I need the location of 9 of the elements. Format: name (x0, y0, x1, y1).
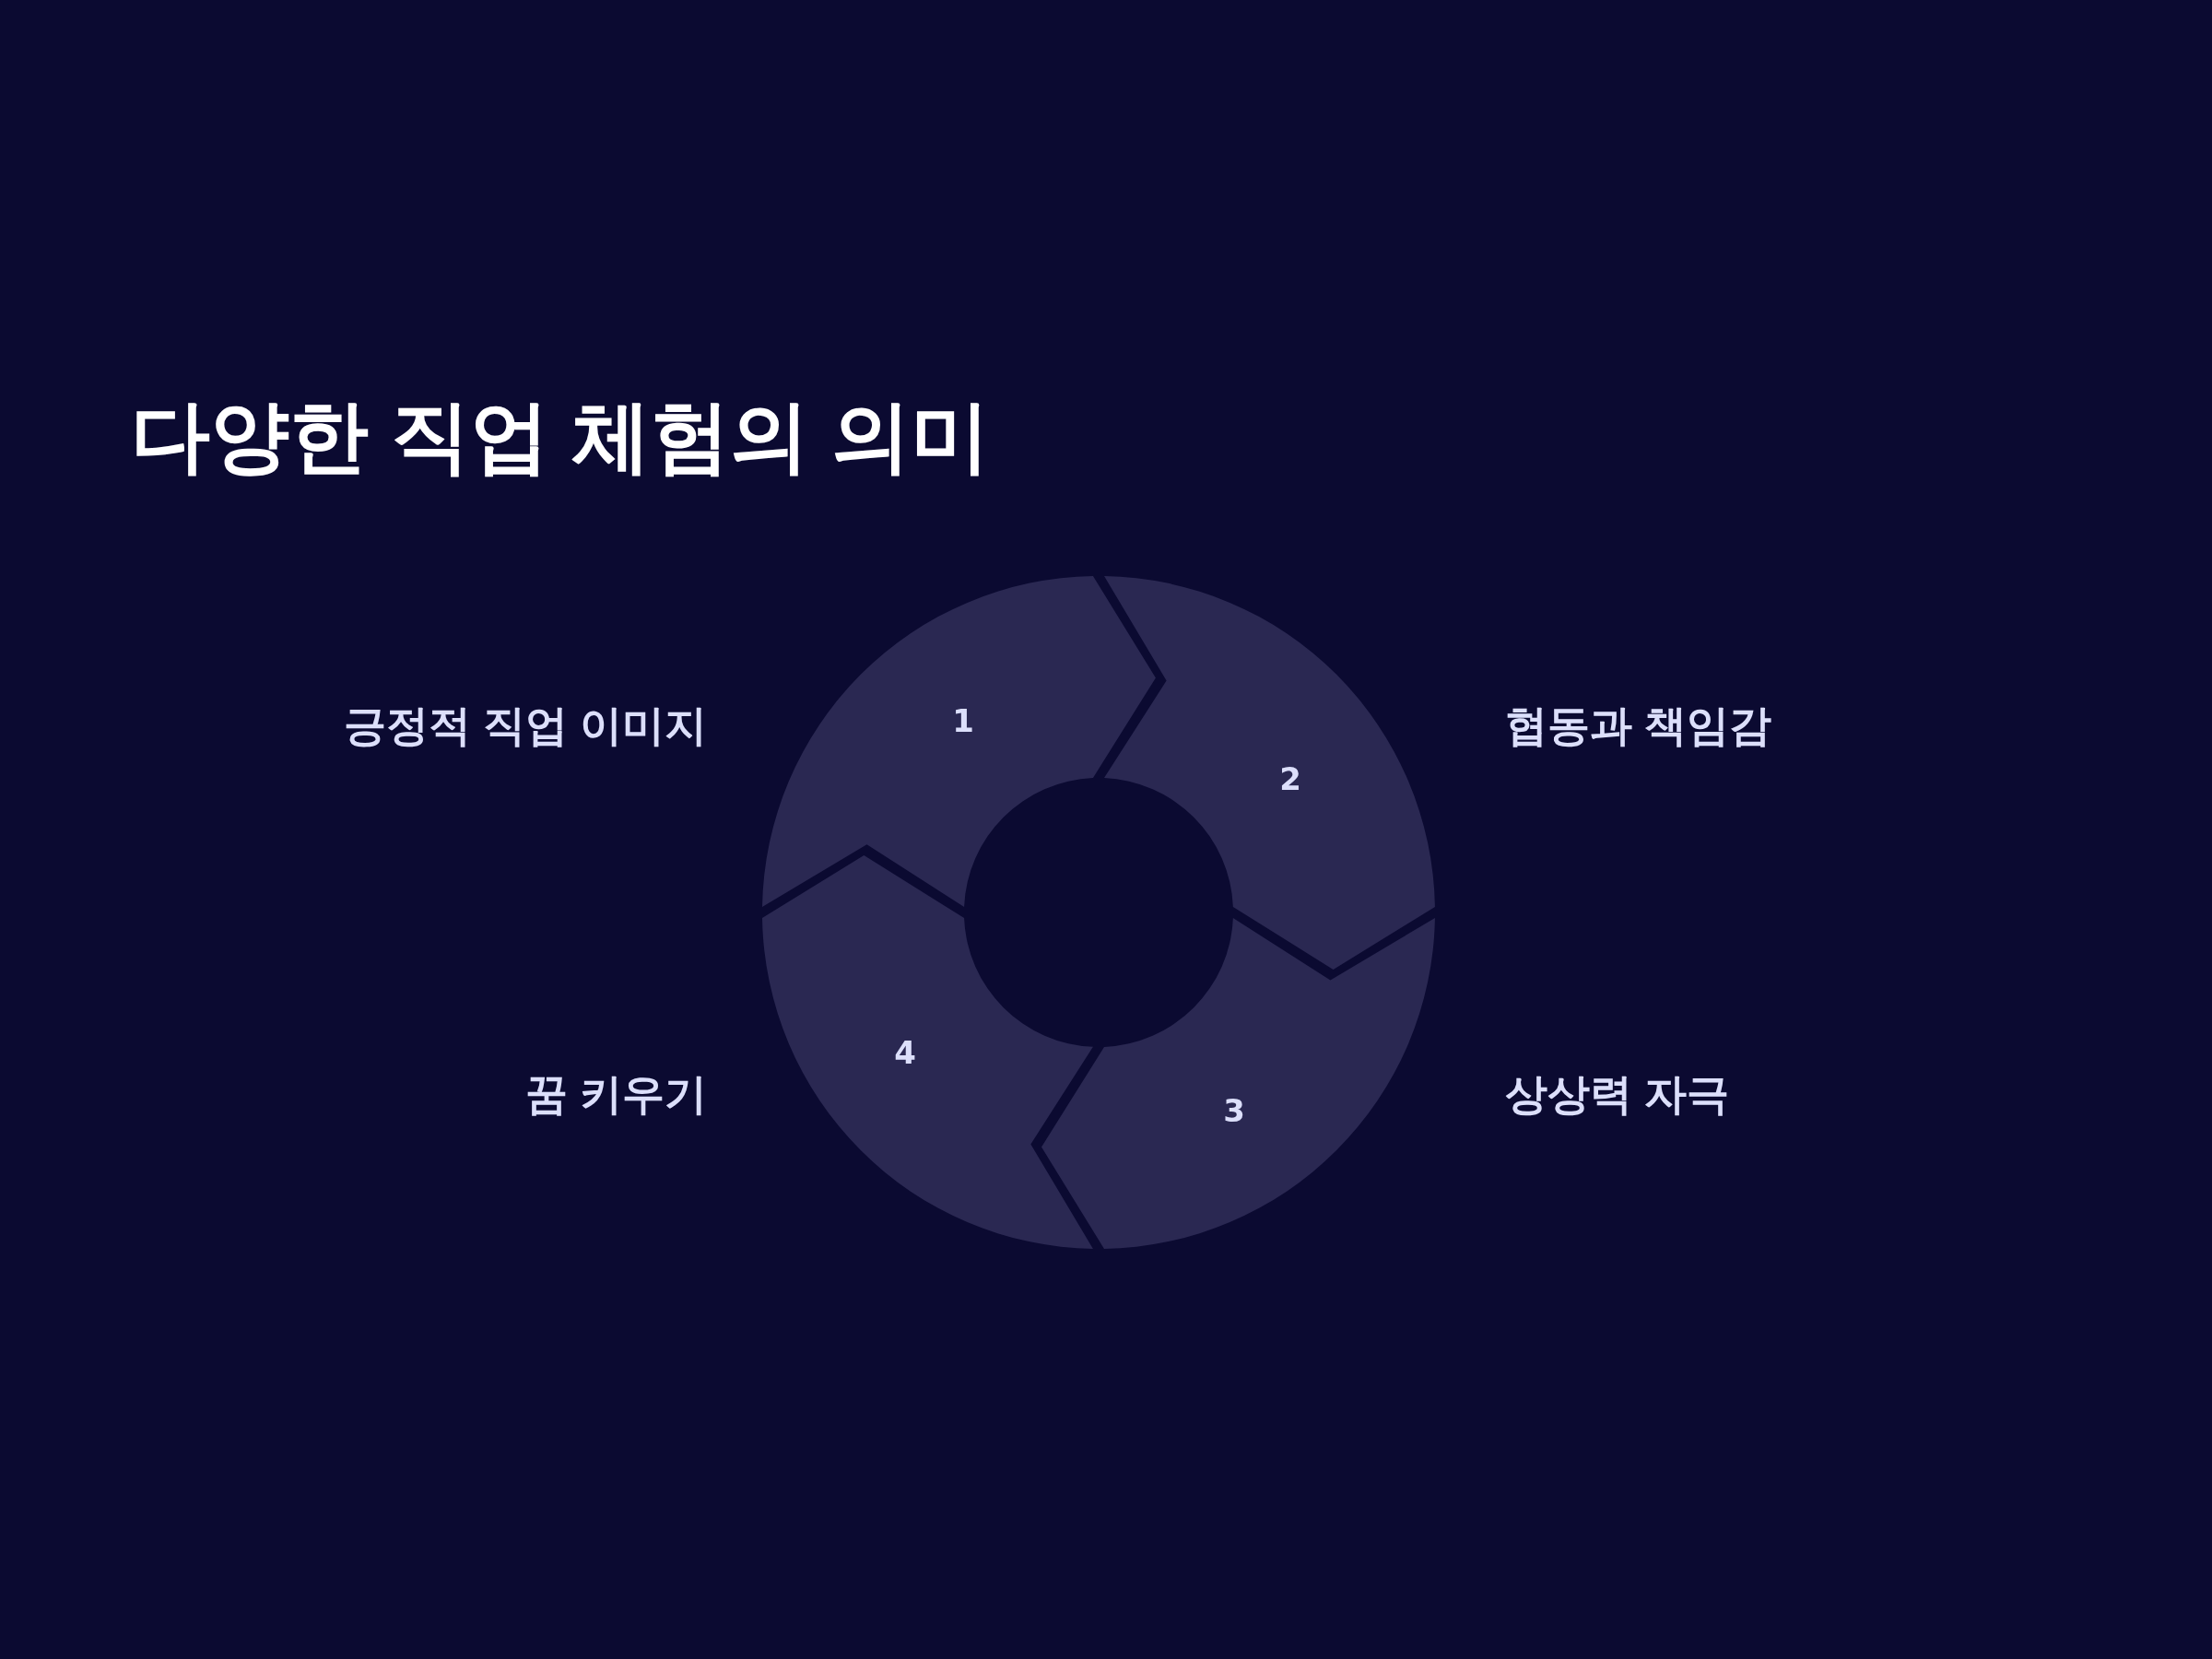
step-number: 1 (952, 705, 974, 736)
step-label: 협동과 책임감 (1505, 704, 1771, 747)
title: 다양한 직업 체험의 의미 (131, 396, 990, 476)
step-label: 꿈 키우기 (525, 1073, 707, 1115)
step-number: 4 (894, 1037, 916, 1068)
step-label: 긍정적 직업 이미지 (344, 704, 707, 747)
step-number: 3 (1223, 1095, 1245, 1126)
step-label: 상상력 자극 (1505, 1073, 1729, 1115)
step-number: 2 (1279, 763, 1301, 794)
